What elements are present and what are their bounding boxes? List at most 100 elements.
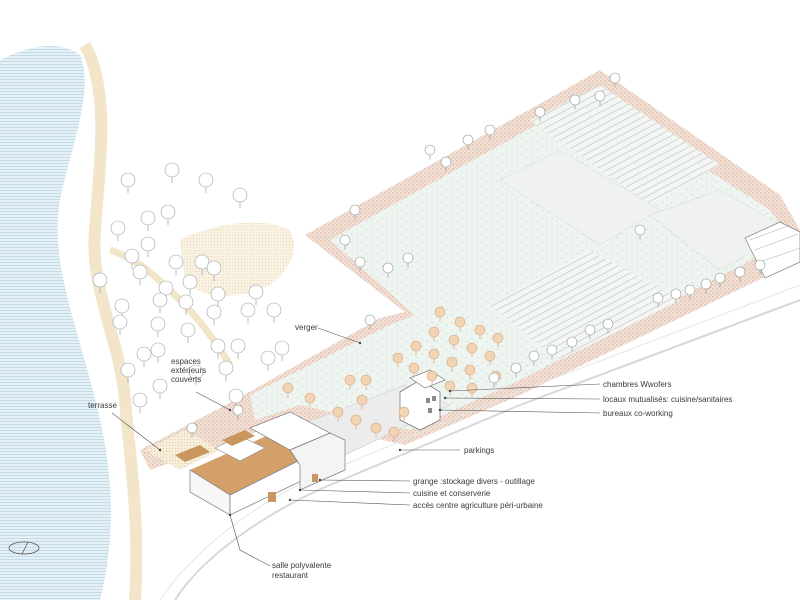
- tree-icon: [584, 324, 596, 340]
- tree-icon: [602, 318, 614, 334]
- tree-icon: [388, 426, 400, 442]
- label-salle-1: salle polyvalente: [272, 561, 332, 570]
- hedge-trees: [186, 72, 766, 438]
- tree-icon: [206, 304, 222, 326]
- tree-icon: [152, 292, 168, 314]
- tree-icon: [248, 284, 264, 306]
- tree-icon: [152, 378, 168, 400]
- tree-icon: [120, 362, 136, 384]
- tree-icon: [188, 364, 204, 386]
- tree-icon: [484, 124, 496, 140]
- tree-icon: [370, 422, 382, 438]
- label-bureaux: bureaux co-working: [603, 409, 673, 418]
- tree-icon: [464, 364, 476, 380]
- tree-icon: [354, 256, 366, 272]
- tree-icon: [434, 306, 446, 322]
- tree-icon: [150, 342, 166, 364]
- tree-icon: [356, 394, 368, 410]
- tree-icon: [132, 264, 148, 286]
- label-espaces-2: extérieurs: [171, 366, 207, 375]
- tree-icon: [360, 374, 372, 390]
- tree-icon: [332, 406, 344, 422]
- tree-icon: [670, 288, 682, 304]
- tree-icon: [440, 156, 452, 172]
- crop-field-middle: [499, 149, 661, 246]
- tree-icon: [198, 172, 214, 194]
- tree-icon: [652, 292, 664, 308]
- tree-icon: [304, 392, 316, 408]
- label-chambres: chambres Wwofers: [603, 380, 672, 389]
- tree-icon: [180, 322, 196, 344]
- tree-icon: [114, 298, 130, 320]
- tree-icon: [349, 204, 361, 220]
- tree-icon: [410, 340, 422, 356]
- tree-icon: [210, 286, 226, 308]
- tree-icon: [260, 350, 276, 372]
- tree-icon: [124, 248, 140, 270]
- tree-icon: [492, 332, 504, 348]
- tree-icon: [132, 392, 148, 414]
- tree-icon: [424, 144, 436, 160]
- tree-icon: [232, 187, 248, 209]
- tree-icon: [684, 284, 696, 300]
- tree-icon: [634, 224, 646, 240]
- tree-icon: [230, 338, 246, 360]
- tree-icon: [382, 262, 394, 278]
- tree-icon: [266, 302, 282, 324]
- tree-icon: [734, 266, 746, 282]
- tree-icon: [448, 334, 460, 350]
- tree-icon: [92, 272, 108, 294]
- tree-icon: [454, 316, 466, 332]
- tree-icon: [754, 259, 766, 275]
- tree-icon: [364, 314, 376, 330]
- tree-icon: [140, 236, 156, 258]
- tree-icon: [392, 352, 404, 368]
- tree-icon: [168, 254, 184, 276]
- tree-icon: [339, 234, 351, 250]
- tree-icon: [700, 278, 712, 294]
- river: [0, 45, 111, 601]
- tree-icon: [566, 336, 578, 352]
- label-locaux: locaux mutualisés: cuisine/sanitaires: [603, 395, 733, 404]
- park-trees: [92, 162, 290, 414]
- riverside-path: [79, 42, 143, 601]
- tree-icon: [206, 260, 222, 282]
- tree-icon: [194, 254, 210, 276]
- tree-icon: [210, 338, 226, 360]
- tree-icon: [274, 340, 290, 362]
- label-espaces-1: espaces: [171, 357, 201, 366]
- tree-icon: [488, 372, 500, 388]
- label-cuisine: cuisine et conserverie: [413, 489, 491, 498]
- tree-icon: [120, 172, 136, 194]
- tree-icon: [160, 204, 176, 226]
- tree-icon: [474, 324, 486, 340]
- tree-icon: [398, 406, 410, 422]
- tree-icon: [528, 350, 540, 366]
- terrace: [145, 430, 220, 470]
- tree-icon: [408, 362, 420, 378]
- tree-icon: [350, 414, 362, 430]
- tree-icon: [569, 94, 581, 110]
- tree-icon: [546, 344, 558, 360]
- tree-icon: [178, 294, 194, 316]
- tree-icon: [510, 362, 522, 378]
- north-arrow-icon: [8, 541, 40, 555]
- tree-icon: [282, 382, 294, 398]
- tree-icon: [228, 388, 244, 410]
- leader-dots: [158, 341, 452, 517]
- label-parkings: parkings: [464, 446, 495, 455]
- tree-icon: [446, 356, 458, 372]
- tree-icon: [466, 342, 478, 358]
- label-espaces-3: couverts: [171, 375, 202, 384]
- tree-icon: [428, 326, 440, 342]
- tree-icon: [609, 72, 621, 88]
- leader-lines: [111, 327, 601, 567]
- label-terrasse: terrasse: [88, 401, 117, 410]
- tree-icon: [182, 274, 198, 296]
- crop-field-upper: [530, 85, 720, 205]
- tree-icon: [186, 422, 198, 438]
- tree-icon: [402, 252, 414, 268]
- crop-field-lower: [490, 250, 680, 360]
